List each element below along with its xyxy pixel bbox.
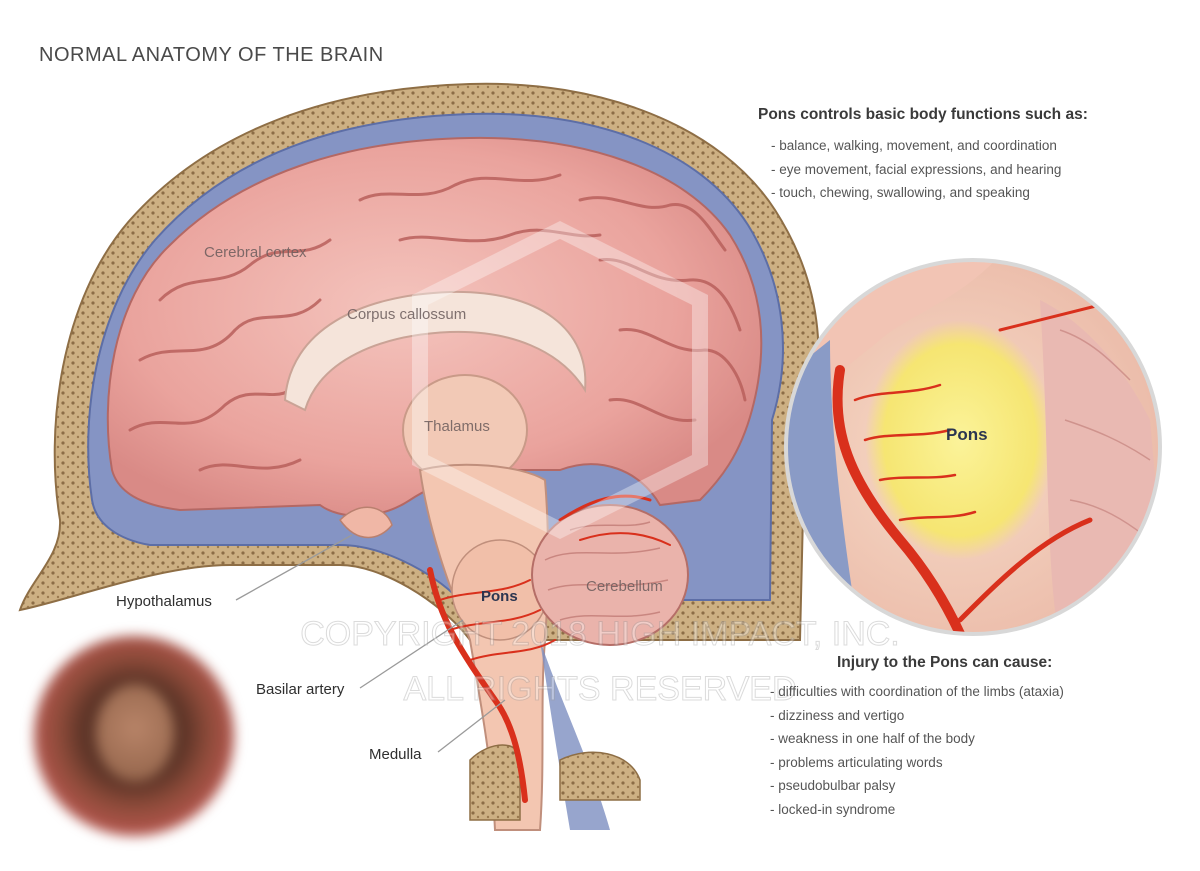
list-item: balance, walking, movement, and coordina… [758,134,1088,158]
svg-text:ALL RIGHTS RESERVED: ALL RIGHTS RESERVED [403,670,796,708]
watermark: COPYRIGHT 2018 HIGH IMPACT, INC. ALL RIG… [300,221,900,709]
avatar [34,636,234,836]
sulci [128,173,747,472]
pons-zoom-inset [786,260,1160,634]
label-cerebellum: Cerebellum [586,578,663,595]
list-item: dizziness and vertigo [770,704,1064,728]
vertebra [469,744,521,821]
list-item: problems articulating words [770,751,1064,775]
functions-panel: Pons controls basic body functions such … [758,106,1088,205]
injury-heading: Injury to the Pons can cause: [837,654,1053,671]
list-item: difficulties with coordination of the li… [770,680,1064,704]
avatar-face [96,684,174,782]
label-hypothalamus: Hypothalamus [116,593,212,610]
injury-list: difficulties with coordination of the li… [770,680,1064,822]
zoom-circle-border [784,258,1162,636]
list-item: touch, chewing, swallowing, and speaking [758,181,1088,205]
label-medulla: Medulla [369,746,422,763]
svg-text:COPYRIGHT 2018 HIGH IMPACT, IN: COPYRIGHT 2018 HIGH IMPACT, INC. [300,615,900,653]
label-basilar-artery: Basilar artery [256,681,345,698]
injury-panel: Injury to the Pons can cause: [837,654,1052,682]
cerebellum-folds [544,521,669,621]
list-item: eye movement, facial expressions, and he… [758,158,1088,182]
vertebra-2 [559,751,641,801]
list-item: locked-in syndrome [770,798,1064,822]
hypothalamus [339,506,393,539]
corpus-callosum [283,290,587,412]
spinal-canal [540,640,610,830]
label-cerebral-cortex: Cerebral cortex [204,244,307,261]
functions-heading: Pons controls basic body functions such … [758,106,1088,123]
label-thalamus: Thalamus [424,418,490,435]
injury-list-wrap: difficulties with coordination of the li… [770,680,1064,822]
functions-list: balance, walking, movement, and coordina… [758,134,1088,205]
label-corpus-callosum: Corpus callossum [347,306,467,323]
cerebellum [531,504,689,646]
page-title: NORMAL ANATOMY OF THE BRAIN [39,44,384,66]
list-item: weakness in one half of the body [770,727,1064,751]
basilar-artery [427,494,671,803]
label-pons-zoom: Pons [946,425,988,444]
label-pons: Pons [481,588,518,605]
leader-lines [235,534,506,753]
list-item: pseudobulbar palsy [770,774,1064,798]
